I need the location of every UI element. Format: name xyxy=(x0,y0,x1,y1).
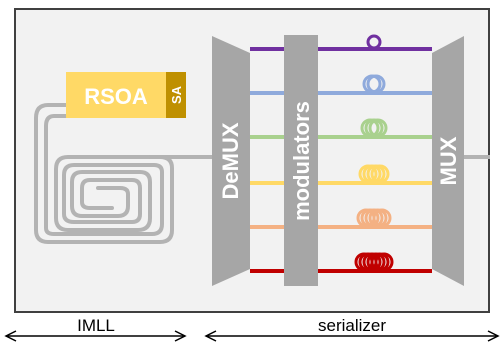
mux-label: MUX xyxy=(436,136,461,185)
ring-resonator-6-6 xyxy=(374,252,394,272)
modulators-label: modulators xyxy=(289,101,314,221)
ring-resonator-3-3 xyxy=(368,118,388,138)
sa-label: SA xyxy=(169,85,184,104)
sa-block xyxy=(166,72,186,118)
mux-block xyxy=(432,36,464,286)
imll-arrow xyxy=(4,330,187,342)
ring-resonator-4-4 xyxy=(370,164,390,184)
ring-resonator-2-2 xyxy=(366,74,386,94)
rsoa-block xyxy=(66,72,166,118)
demux-block xyxy=(212,36,250,286)
serializer-arrow xyxy=(204,330,500,342)
demux-label: DeMUX xyxy=(218,122,243,199)
rsoa-label: RSOA xyxy=(84,84,148,109)
spiral-waveguide xyxy=(34,103,214,244)
modulators-block xyxy=(284,35,318,286)
chip-frame xyxy=(14,8,490,313)
ring-resonator-5-5 xyxy=(372,208,392,228)
ring-resonator-1-1 xyxy=(366,34,382,50)
imll-label: IMLL xyxy=(77,316,115,335)
serializer-label: serializer xyxy=(318,316,386,335)
channel-lines xyxy=(250,34,432,273)
